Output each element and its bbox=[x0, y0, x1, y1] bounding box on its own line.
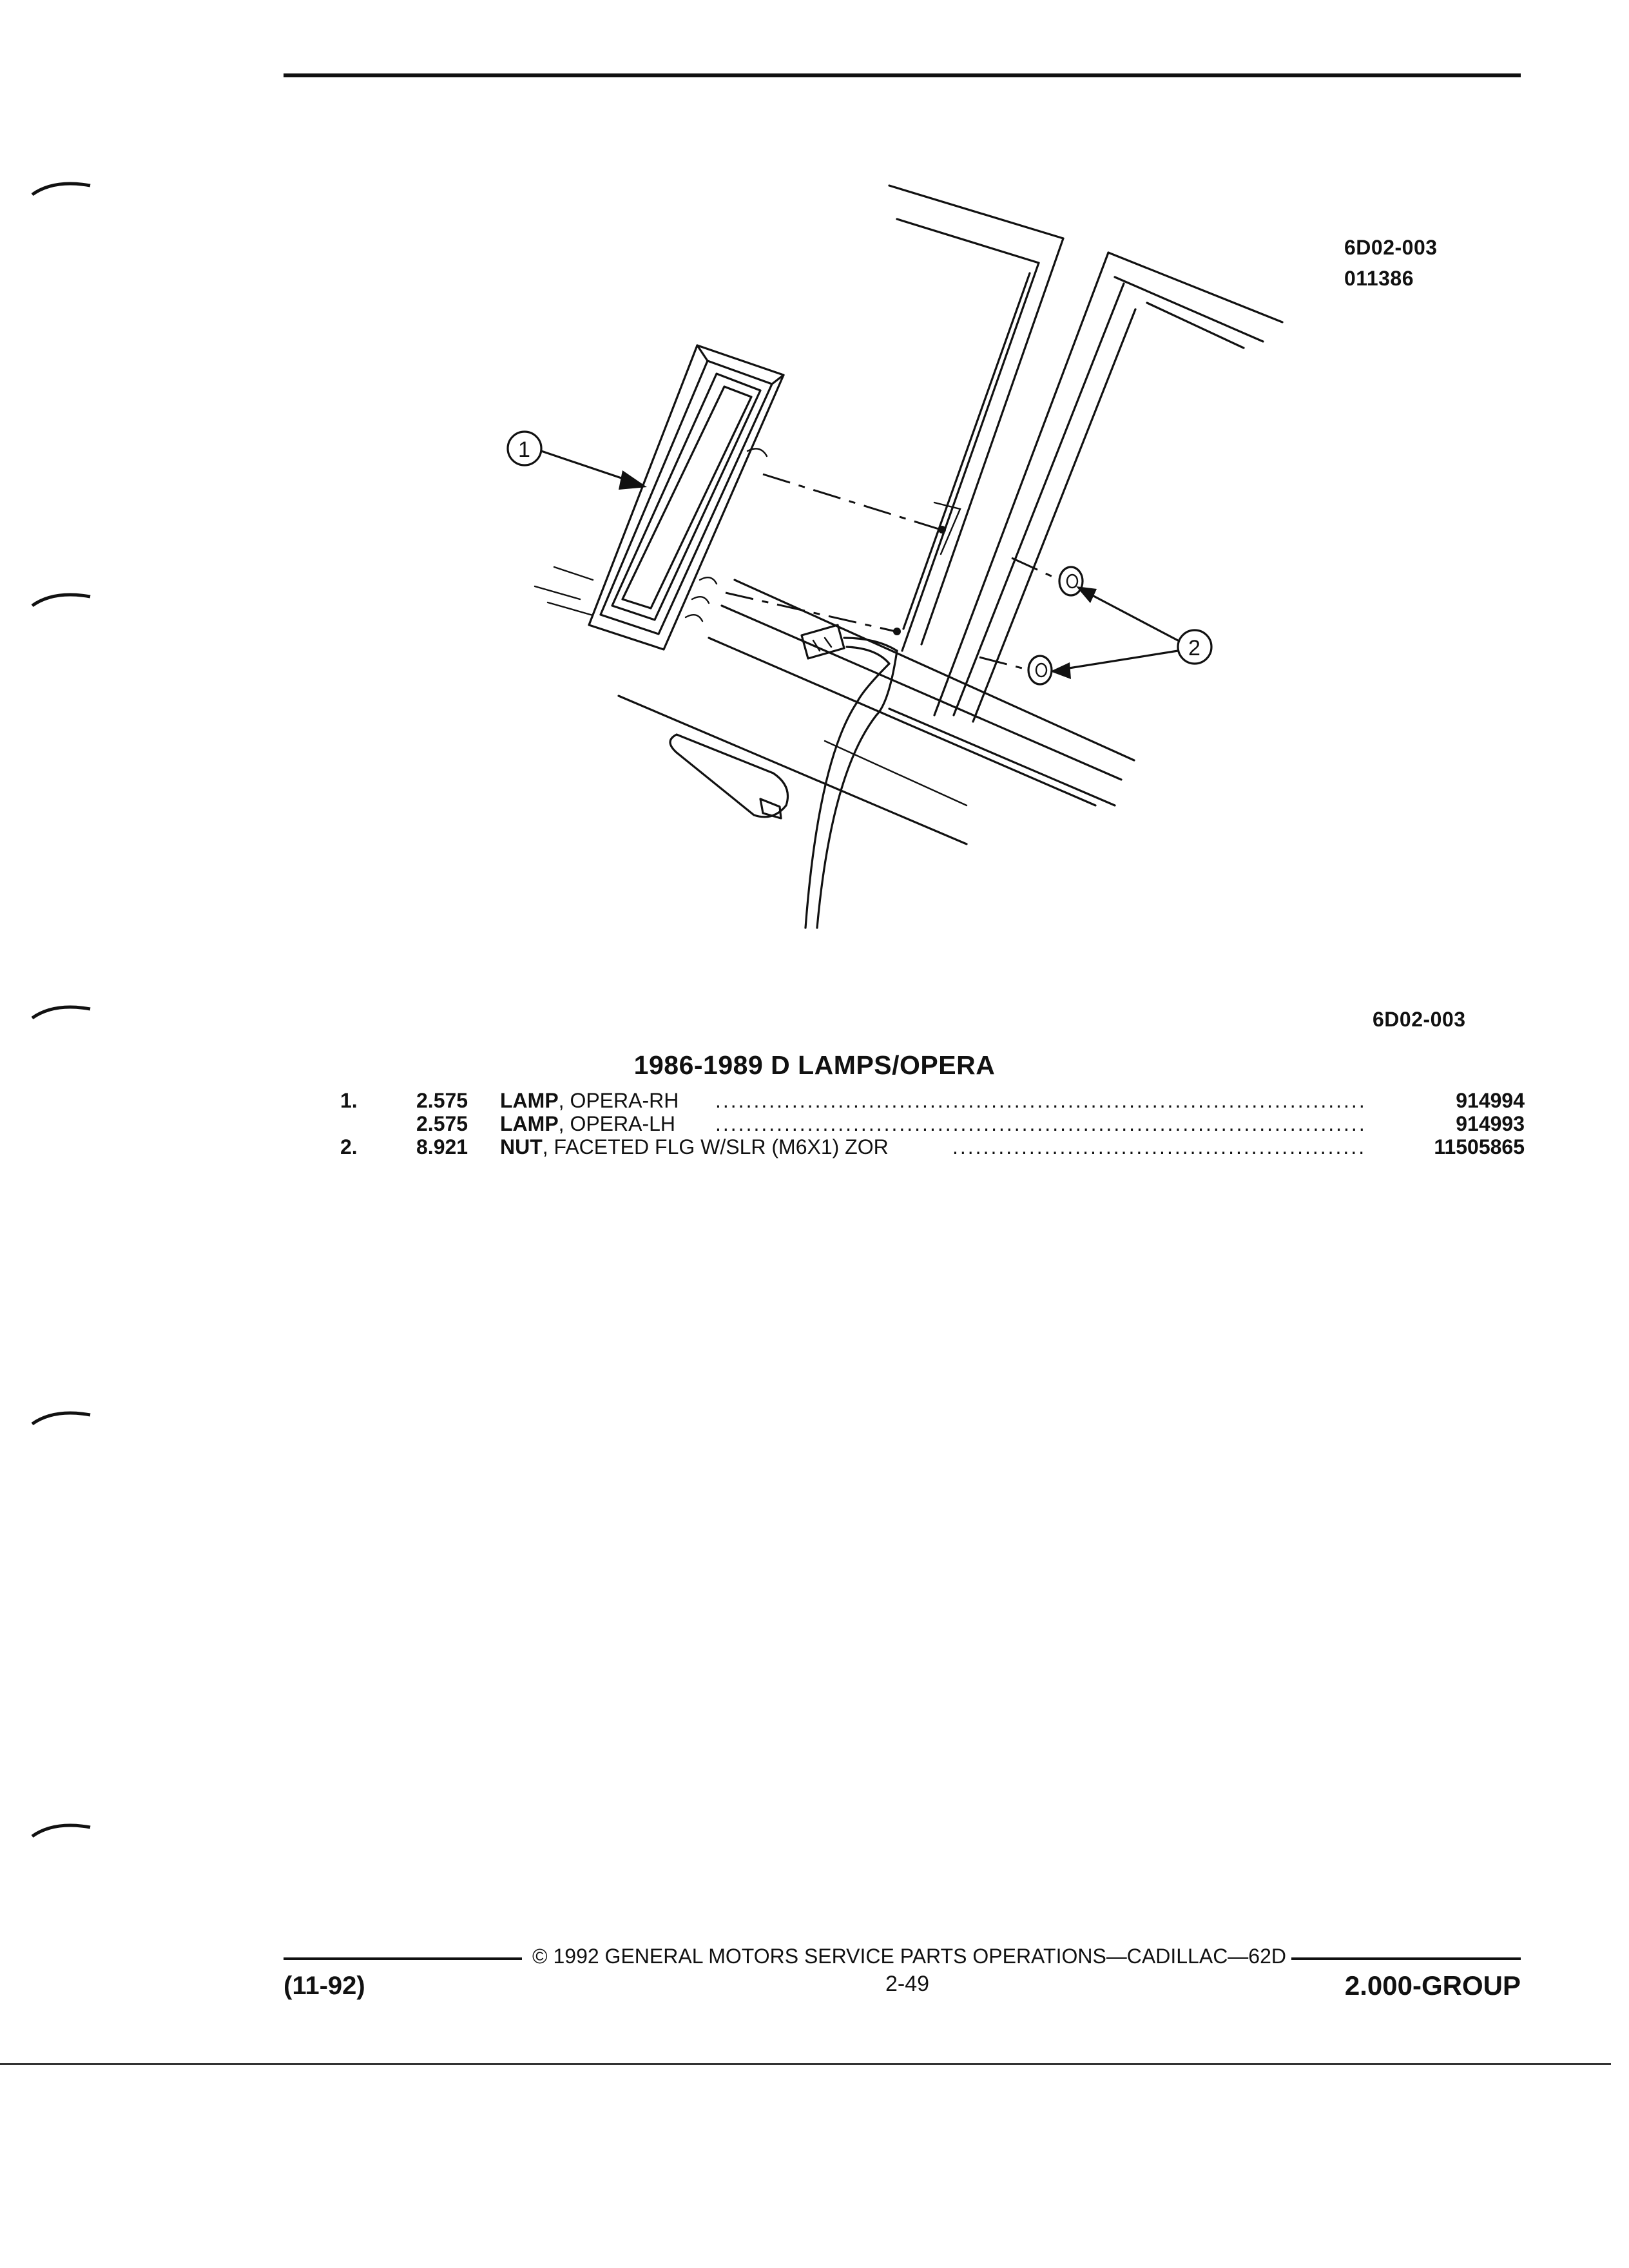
nut-lower bbox=[1027, 655, 1053, 686]
callout-1: 1 bbox=[506, 430, 647, 490]
section-code: 6D02-003 bbox=[1373, 1008, 1466, 1031]
binder-hole-mark bbox=[31, 1005, 91, 1020]
door-belt-lines bbox=[534, 566, 1135, 845]
footer-rule-left bbox=[284, 1957, 522, 1960]
binder-hole-mark bbox=[31, 182, 91, 197]
leader-dots: ........................................… bbox=[715, 1089, 1366, 1112]
part-price: 2.575 bbox=[416, 1089, 468, 1112]
header-rule bbox=[284, 73, 1521, 77]
mounting-bracket bbox=[933, 501, 961, 555]
illustration-number: 011386 bbox=[1344, 267, 1414, 290]
part-price: 8.921 bbox=[416, 1135, 468, 1158]
alignment-line bbox=[979, 656, 1025, 670]
leader-dots: ........................................… bbox=[952, 1135, 1365, 1158]
wiring-harness bbox=[804, 649, 898, 929]
leader-dots: ........................................… bbox=[715, 1112, 1366, 1135]
part-price: 2.575 bbox=[416, 1112, 468, 1135]
opera-lamp-illustration: 1 2 bbox=[506, 184, 1284, 929]
part-description: LAMP, OPERA-RH bbox=[500, 1089, 679, 1112]
svg-text:1: 1 bbox=[518, 437, 530, 462]
part-row: 2. 8.921 NUT, FACETED FLG W/SLR (M6X1) Z… bbox=[0, 1135, 1629, 1158]
binder-hole-mark bbox=[31, 593, 91, 608]
opera-lamp bbox=[588, 344, 785, 651]
wiring-connector bbox=[800, 624, 898, 665]
section-title: 1986-1989 D LAMPS/OPERA bbox=[633, 1050, 996, 1080]
alignment-line bbox=[1011, 557, 1057, 580]
page-edge-line bbox=[0, 2063, 1611, 2065]
window-frame bbox=[888, 184, 1284, 723]
page-number: 2-49 bbox=[885, 1972, 930, 1996]
part-row: 2.575 LAMP, OPERA-LH ...................… bbox=[0, 1112, 1629, 1135]
item-number: 2. bbox=[340, 1135, 358, 1158]
mounting-hole bbox=[893, 628, 901, 635]
nut-upper bbox=[1058, 566, 1084, 597]
callout-2: 2 bbox=[1050, 586, 1213, 679]
footer-date: (11-92) bbox=[284, 1972, 365, 2000]
svg-text:2: 2 bbox=[1188, 636, 1200, 660]
alignment-line bbox=[725, 591, 896, 633]
door-handle bbox=[669, 733, 789, 820]
item-number: 1. bbox=[340, 1089, 358, 1112]
binder-hole-mark bbox=[31, 1411, 91, 1426]
copyright: © 1992 GENERAL MOTORS SERVICE PARTS OPER… bbox=[532, 1945, 1286, 1968]
illustration-code: 6D02-003 bbox=[1344, 236, 1438, 259]
part-description: NUT, FACETED FLG W/SLR (M6X1) ZOR bbox=[500, 1135, 889, 1158]
part-number: 914994 bbox=[1456, 1089, 1525, 1112]
group-label: 2.000-GROUP bbox=[1344, 1970, 1521, 2001]
mounting-hole bbox=[938, 526, 946, 533]
part-number: 914993 bbox=[1456, 1112, 1525, 1135]
part-number: 11505865 bbox=[1434, 1135, 1525, 1158]
binder-hole-mark bbox=[31, 1823, 91, 1838]
part-row: 1. 2.575 LAMP, OPERA-RH ................… bbox=[0, 1089, 1629, 1112]
alignment-line bbox=[762, 473, 941, 531]
part-description: LAMP, OPERA-LH bbox=[500, 1112, 676, 1135]
footer-rule-right bbox=[1291, 1957, 1521, 1960]
